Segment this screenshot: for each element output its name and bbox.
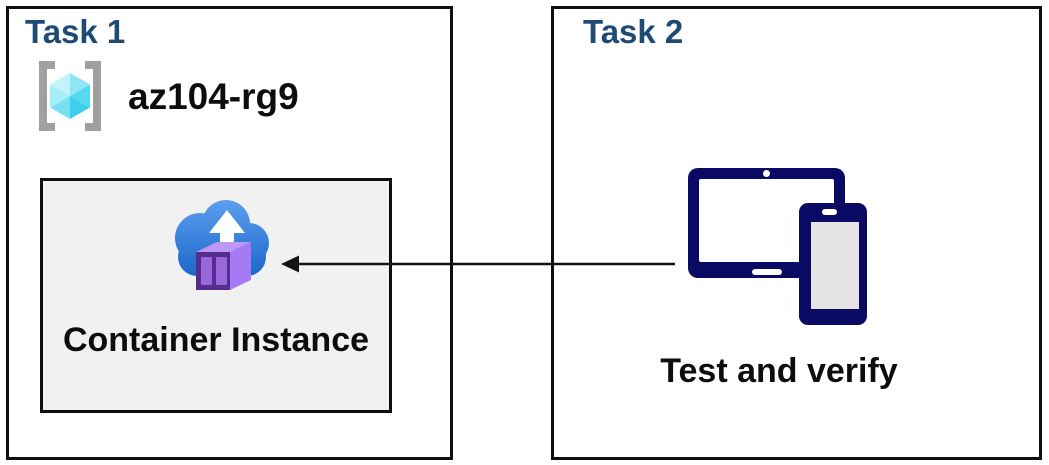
test-and-verify-label: Test and verify xyxy=(660,352,898,390)
resource-group-name: az104-rg9 xyxy=(128,76,299,117)
phone-screen xyxy=(811,222,859,309)
container-instances-icon xyxy=(175,200,269,290)
task2-title: Task 2 xyxy=(583,13,684,50)
devices-icon xyxy=(554,9,1039,457)
resource-group-icon xyxy=(39,61,101,131)
left-arrow xyxy=(281,255,675,273)
container-instance-label: Container Instance xyxy=(62,321,370,359)
container-cube xyxy=(196,242,251,290)
task1-box: Task 1 az104-rg9 xyxy=(6,6,453,460)
task2-box: Task 2 Test and verify xyxy=(551,6,1042,460)
task1-title: Task 1 xyxy=(25,13,126,50)
tablet-camera-dot xyxy=(763,170,770,177)
container-instance-box: Container Instance xyxy=(40,178,392,413)
tablet-home-button xyxy=(752,269,782,275)
upload-arrow-icon xyxy=(209,210,245,256)
phone-speaker xyxy=(822,209,837,215)
